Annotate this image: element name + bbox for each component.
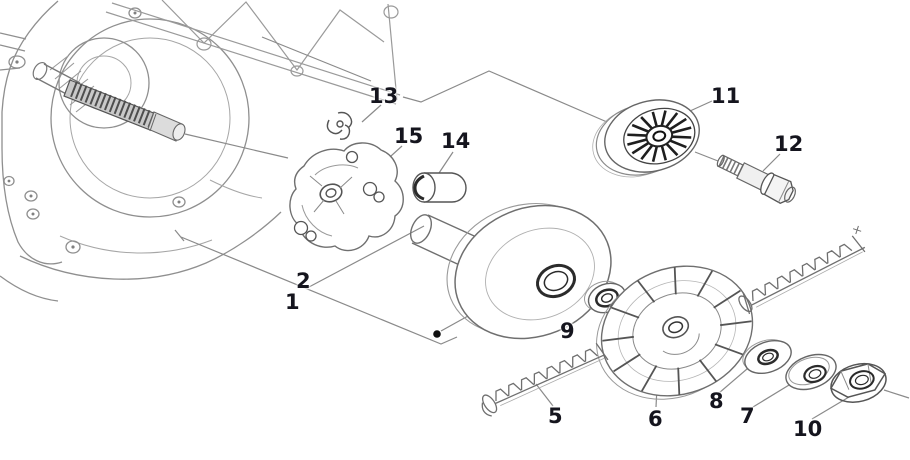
part-15-backplate [289,142,404,252]
part-10-flange-nut [829,362,887,403]
part-13-clip [326,111,353,140]
callout-9: 9 [560,319,575,343]
part-11-starter-pulley [592,99,700,178]
callout-5: 5 [548,404,563,428]
callout-6: 6 [648,407,663,431]
callout-10: 10 [793,417,823,441]
part-8-washer [742,339,792,375]
part-7-spacer [785,353,837,391]
part-14-roller [412,172,467,203]
callout-8: 8 [709,389,724,413]
part-2-movable-drive-face [409,202,612,340]
callout-15: 15 [394,124,424,148]
frame-lattice [105,0,401,105]
callout-2: 2 [296,269,311,293]
part-6-fan-drive-face [596,265,754,400]
crankcase-line-art [0,0,282,302]
callout-14: 14 [441,129,471,153]
callout-1: 1 [285,290,300,314]
assembly-reference-dot [433,330,441,338]
leader-lines [174,36,910,420]
belt-segment-upper [738,225,866,315]
part-5-belt-segment [481,342,609,417]
callout-12: 12 [774,132,804,156]
part-12-bolt [716,154,796,204]
crankshaft-splined-shaft [32,61,186,142]
callout-11: 11 [711,84,741,108]
callout-7: 7 [740,404,755,428]
callout-13: 13 [369,84,399,108]
